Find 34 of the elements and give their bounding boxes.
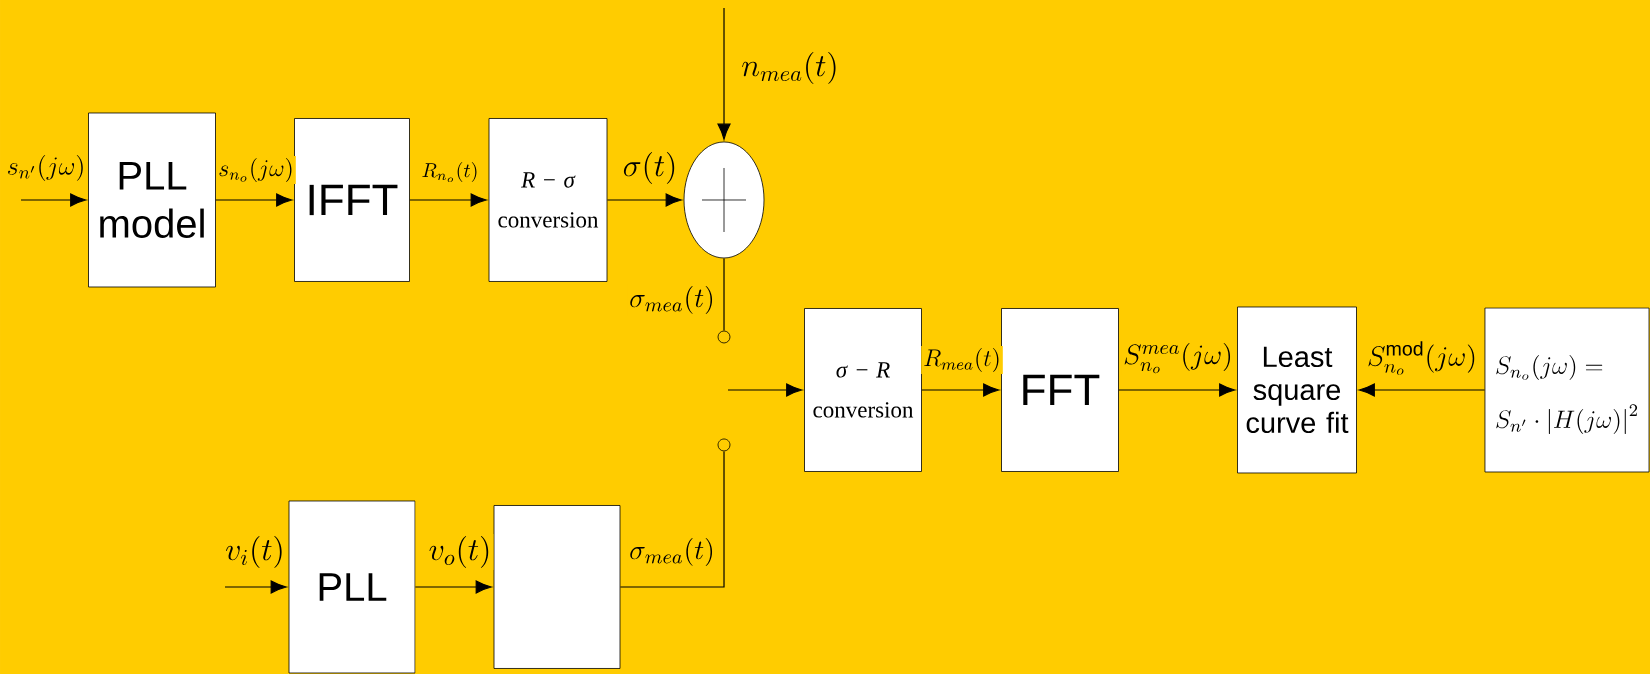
process-box: Least square curve fit [1237, 306, 1357, 474]
arrow [215, 193, 293, 207]
edge-label: $v_o(t)$ [426, 534, 494, 570]
edge-label: $s_{n'}(j\omega)$ [4, 153, 88, 183]
edge-label: $\sigma(t)$ [620, 150, 680, 186]
edge-label: $v_i(t)$ [223, 534, 287, 570]
edge-label: $\sigma_{mea}(t)$ [627, 284, 717, 316]
process-box: IFFT [294, 118, 410, 282]
arrow [1358, 383, 1486, 397]
formula-box: $\begin{array}{l}S_{n_o}(j\omega)= \\ S_{n'}\cdot\left|H(j\omega)\right|^2\end{array}$ [1484, 307, 1650, 473]
process-box: PLL model [88, 112, 216, 288]
process-box: PLL [288, 500, 416, 674]
arrow [606, 193, 682, 207]
arrow [414, 580, 492, 594]
process-box: FFT [1001, 308, 1119, 472]
arrow [20, 193, 87, 207]
edge-label: $\sigma_{mea}(t)$ [627, 536, 717, 568]
edge-label: $n_{mea}(t)$ [739, 50, 841, 86]
arrow [921, 383, 1000, 397]
arrow [1118, 383, 1236, 397]
switch-terminal [717, 330, 731, 344]
process-box: R − σ conversion [488, 118, 608, 282]
switch-terminal [717, 438, 731, 452]
edge-label: $R_{mea}(t)$ [921, 346, 1003, 374]
process-box: σ − R conversion [804, 308, 922, 472]
edge-label: $S_{n_o}^{mea}(j\omega)$ [1121, 340, 1235, 376]
edge-label: $s_{n_o}(j\omega)$ [216, 156, 296, 184]
summing-junction [683, 141, 765, 259]
arrow [409, 193, 487, 207]
arrow [727, 383, 803, 397]
arrow [224, 580, 287, 594]
arrow [717, 7, 731, 140]
edge-label: $S_{n_o}^{\mathrm{mod}}(j\omega)$ [1365, 339, 1479, 377]
instrument-box [493, 505, 621, 669]
